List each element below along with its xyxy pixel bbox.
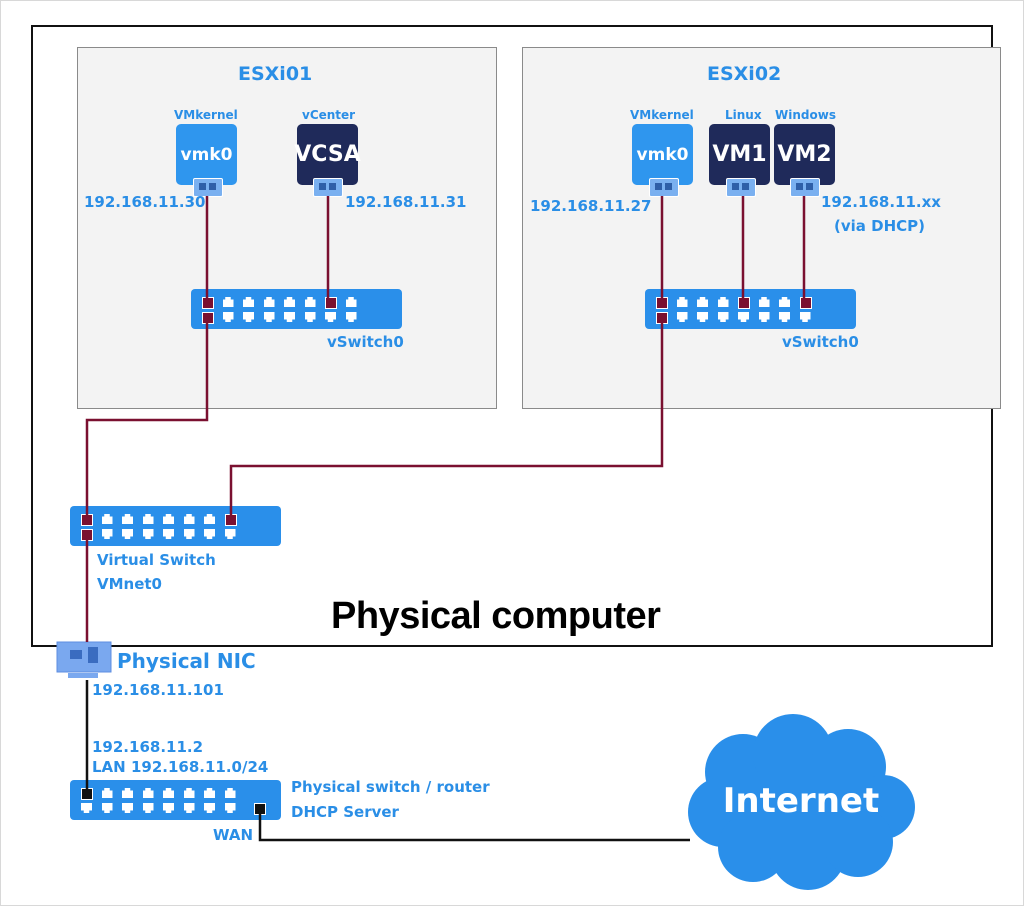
router-wan-label: WAN: [213, 826, 254, 844]
switch-port: [204, 514, 215, 524]
physical-nic-ip: 192.168.11.101: [92, 681, 224, 699]
switch-port: [345, 312, 357, 322]
switch-port: [142, 803, 154, 813]
switch-port: [243, 312, 254, 322]
esxi01-vswitch0[interactable]: [191, 289, 402, 329]
switch-port: [142, 788, 154, 798]
switch-port: [183, 788, 195, 798]
switch-port: [101, 803, 113, 813]
switch-port-connected: [799, 297, 812, 309]
physical-computer-title: Physical computer: [331, 595, 661, 637]
vmk0-esxi02[interactable]: vmk0: [632, 124, 693, 185]
switch-port: [779, 312, 790, 322]
vm1-role-label: Linux: [725, 108, 762, 122]
switch-port: [122, 529, 133, 539]
vmk0-esxi01[interactable]: vmk0: [176, 124, 237, 185]
switch-port: [222, 312, 234, 322]
switch-port: [697, 297, 708, 307]
switch-port: [758, 297, 770, 307]
vcsa-vm[interactable]: VCSA: [294, 124, 361, 185]
switch-port: [163, 803, 174, 813]
link-esxi02-uplink: [229, 318, 664, 516]
switch-port: [758, 312, 770, 322]
switch-port: [697, 312, 708, 322]
router-line2: DHCP Server: [291, 803, 399, 821]
link-wan-internet: [258, 810, 690, 842]
vmk0-esxi02-ip: 192.168.11.27: [530, 197, 652, 215]
switch-port: [304, 297, 316, 307]
switch-port: [799, 312, 811, 322]
switch-port: [81, 803, 92, 813]
switch-port: [183, 803, 195, 813]
vmk0-role-label: VMkernel: [174, 108, 238, 122]
internet-label: Internet: [723, 781, 879, 821]
switch-port: [101, 788, 113, 798]
switch-port: [163, 514, 174, 524]
switch-port: [717, 297, 729, 307]
esxi02-vswitch0[interactable]: [645, 289, 856, 329]
switch-port: [122, 788, 133, 798]
physical-nic-label: Physical NIC: [117, 649, 256, 673]
vcsa-role-label: vCenter: [302, 108, 356, 122]
switch-port: [345, 297, 357, 307]
vmk0-esxi01-ip: 192.168.11.30: [84, 193, 206, 211]
vnic-icon: [726, 178, 756, 197]
esxi01-host: [77, 47, 497, 409]
vm-ip: 192.168.11.xx: [821, 193, 941, 211]
switch-port: [284, 297, 295, 307]
vm2-role-label: Windows: [775, 108, 836, 122]
switch-port: [122, 514, 133, 524]
esxi02-vswitch-label: vSwitch0: [782, 333, 859, 351]
switch-port: [204, 529, 215, 539]
switch-port: [224, 803, 236, 813]
esxi02-host: [522, 47, 1001, 409]
switch-port: [263, 297, 275, 307]
esxi01-title: ESXi01: [238, 63, 313, 85]
vmnet0-switch[interactable]: [70, 506, 281, 546]
vmnet0-line2: VMnet0: [97, 575, 162, 593]
vm-ip-note: (via DHCP): [834, 217, 925, 235]
switch-port: [325, 312, 336, 322]
switch-port: [224, 529, 236, 539]
esxi02-title: ESXi02: [707, 63, 782, 85]
switch-port: [738, 312, 749, 322]
switch-port: [163, 788, 174, 798]
switch-port: [163, 529, 174, 539]
switch-port: [204, 788, 215, 798]
switch-port: [779, 297, 790, 307]
vm2[interactable]: VM2: [774, 124, 835, 185]
switch-port: [304, 312, 316, 322]
switch-port: [142, 514, 154, 524]
vm1[interactable]: VM1: [709, 124, 770, 185]
vmnet0-line1: Virtual Switch: [97, 551, 216, 569]
switch-port: [183, 514, 195, 524]
switch-port: [263, 312, 275, 322]
switch-port: [222, 297, 234, 307]
switch-port: [183, 529, 195, 539]
switch-port: [142, 529, 154, 539]
esxi01-vswitch-label: vSwitch0: [327, 333, 404, 351]
router-lan: LAN 192.168.11.0/24: [92, 758, 269, 776]
vcsa-ip: 192.168.11.31: [345, 193, 467, 211]
switch-port: [224, 788, 236, 798]
physical-nic-icon: [56, 641, 112, 678]
link-esxi01-uplink: [85, 318, 209, 516]
switch-port: [101, 529, 113, 539]
switch-port: [101, 514, 113, 524]
switch-port: [284, 312, 295, 322]
physical-router[interactable]: [70, 780, 281, 820]
switch-port-connected: [325, 297, 337, 309]
switch-port: [204, 803, 215, 813]
internet-cloud-icon[interactable]: Internet: [683, 712, 918, 892]
switch-port: [243, 297, 254, 307]
switch-port: [122, 803, 133, 813]
switch-port: [676, 297, 688, 307]
switch-port: [676, 312, 688, 322]
switch-port: [717, 312, 729, 322]
router-line1: Physical switch / router: [291, 778, 490, 796]
router-ip: 192.168.11.2: [92, 738, 204, 756]
vnic-icon: [649, 178, 679, 197]
vmk0-role-label: VMkernel: [630, 108, 694, 122]
